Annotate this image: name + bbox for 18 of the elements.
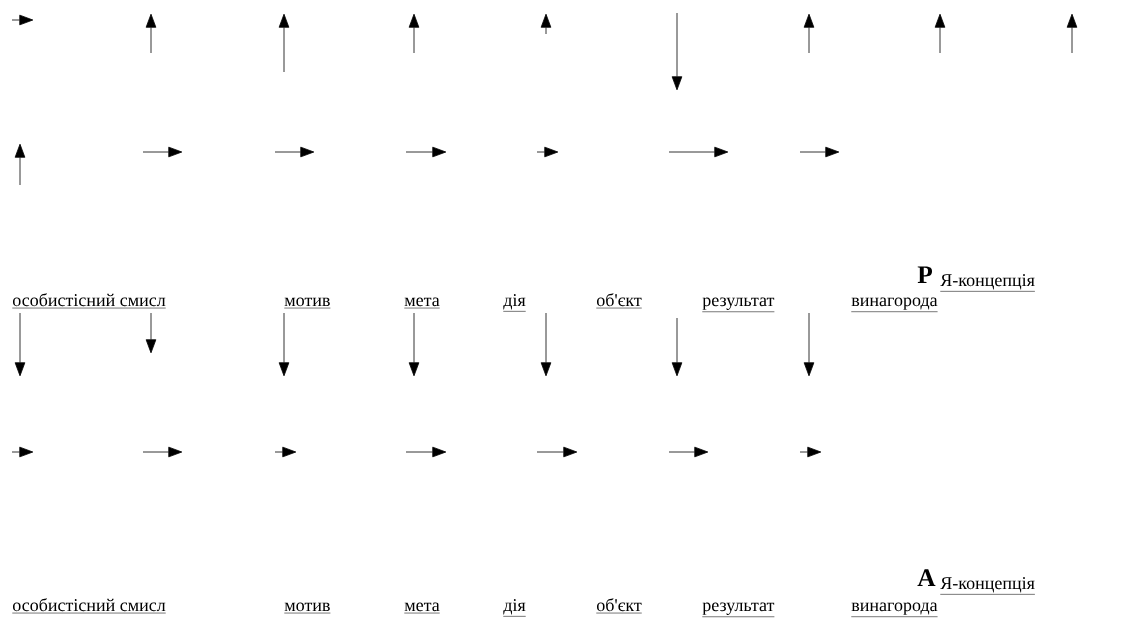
letter-label: P xyxy=(917,266,932,283)
text-label: дія xyxy=(503,294,526,312)
text-label: Я-концепція xyxy=(940,577,1036,595)
text-label: об'єкт xyxy=(596,598,643,614)
text-label: дія xyxy=(503,599,526,617)
letter-label: A xyxy=(917,569,936,586)
text-label: винагорода xyxy=(851,297,938,312)
text-label: мета xyxy=(404,297,440,309)
text-label: Я-концепція xyxy=(940,274,1036,292)
text-label: мотив xyxy=(284,602,331,614)
text-label: особистісний смисл xyxy=(12,293,166,309)
text-label: винагорода xyxy=(851,602,938,617)
text-label: об'єкт xyxy=(596,293,643,309)
text-label: мета xyxy=(404,602,440,614)
text-label: мотив xyxy=(284,297,331,309)
text-label: результат xyxy=(702,297,775,313)
text-label: особистісний смисл xyxy=(12,598,166,614)
text-label: результат xyxy=(702,602,775,618)
